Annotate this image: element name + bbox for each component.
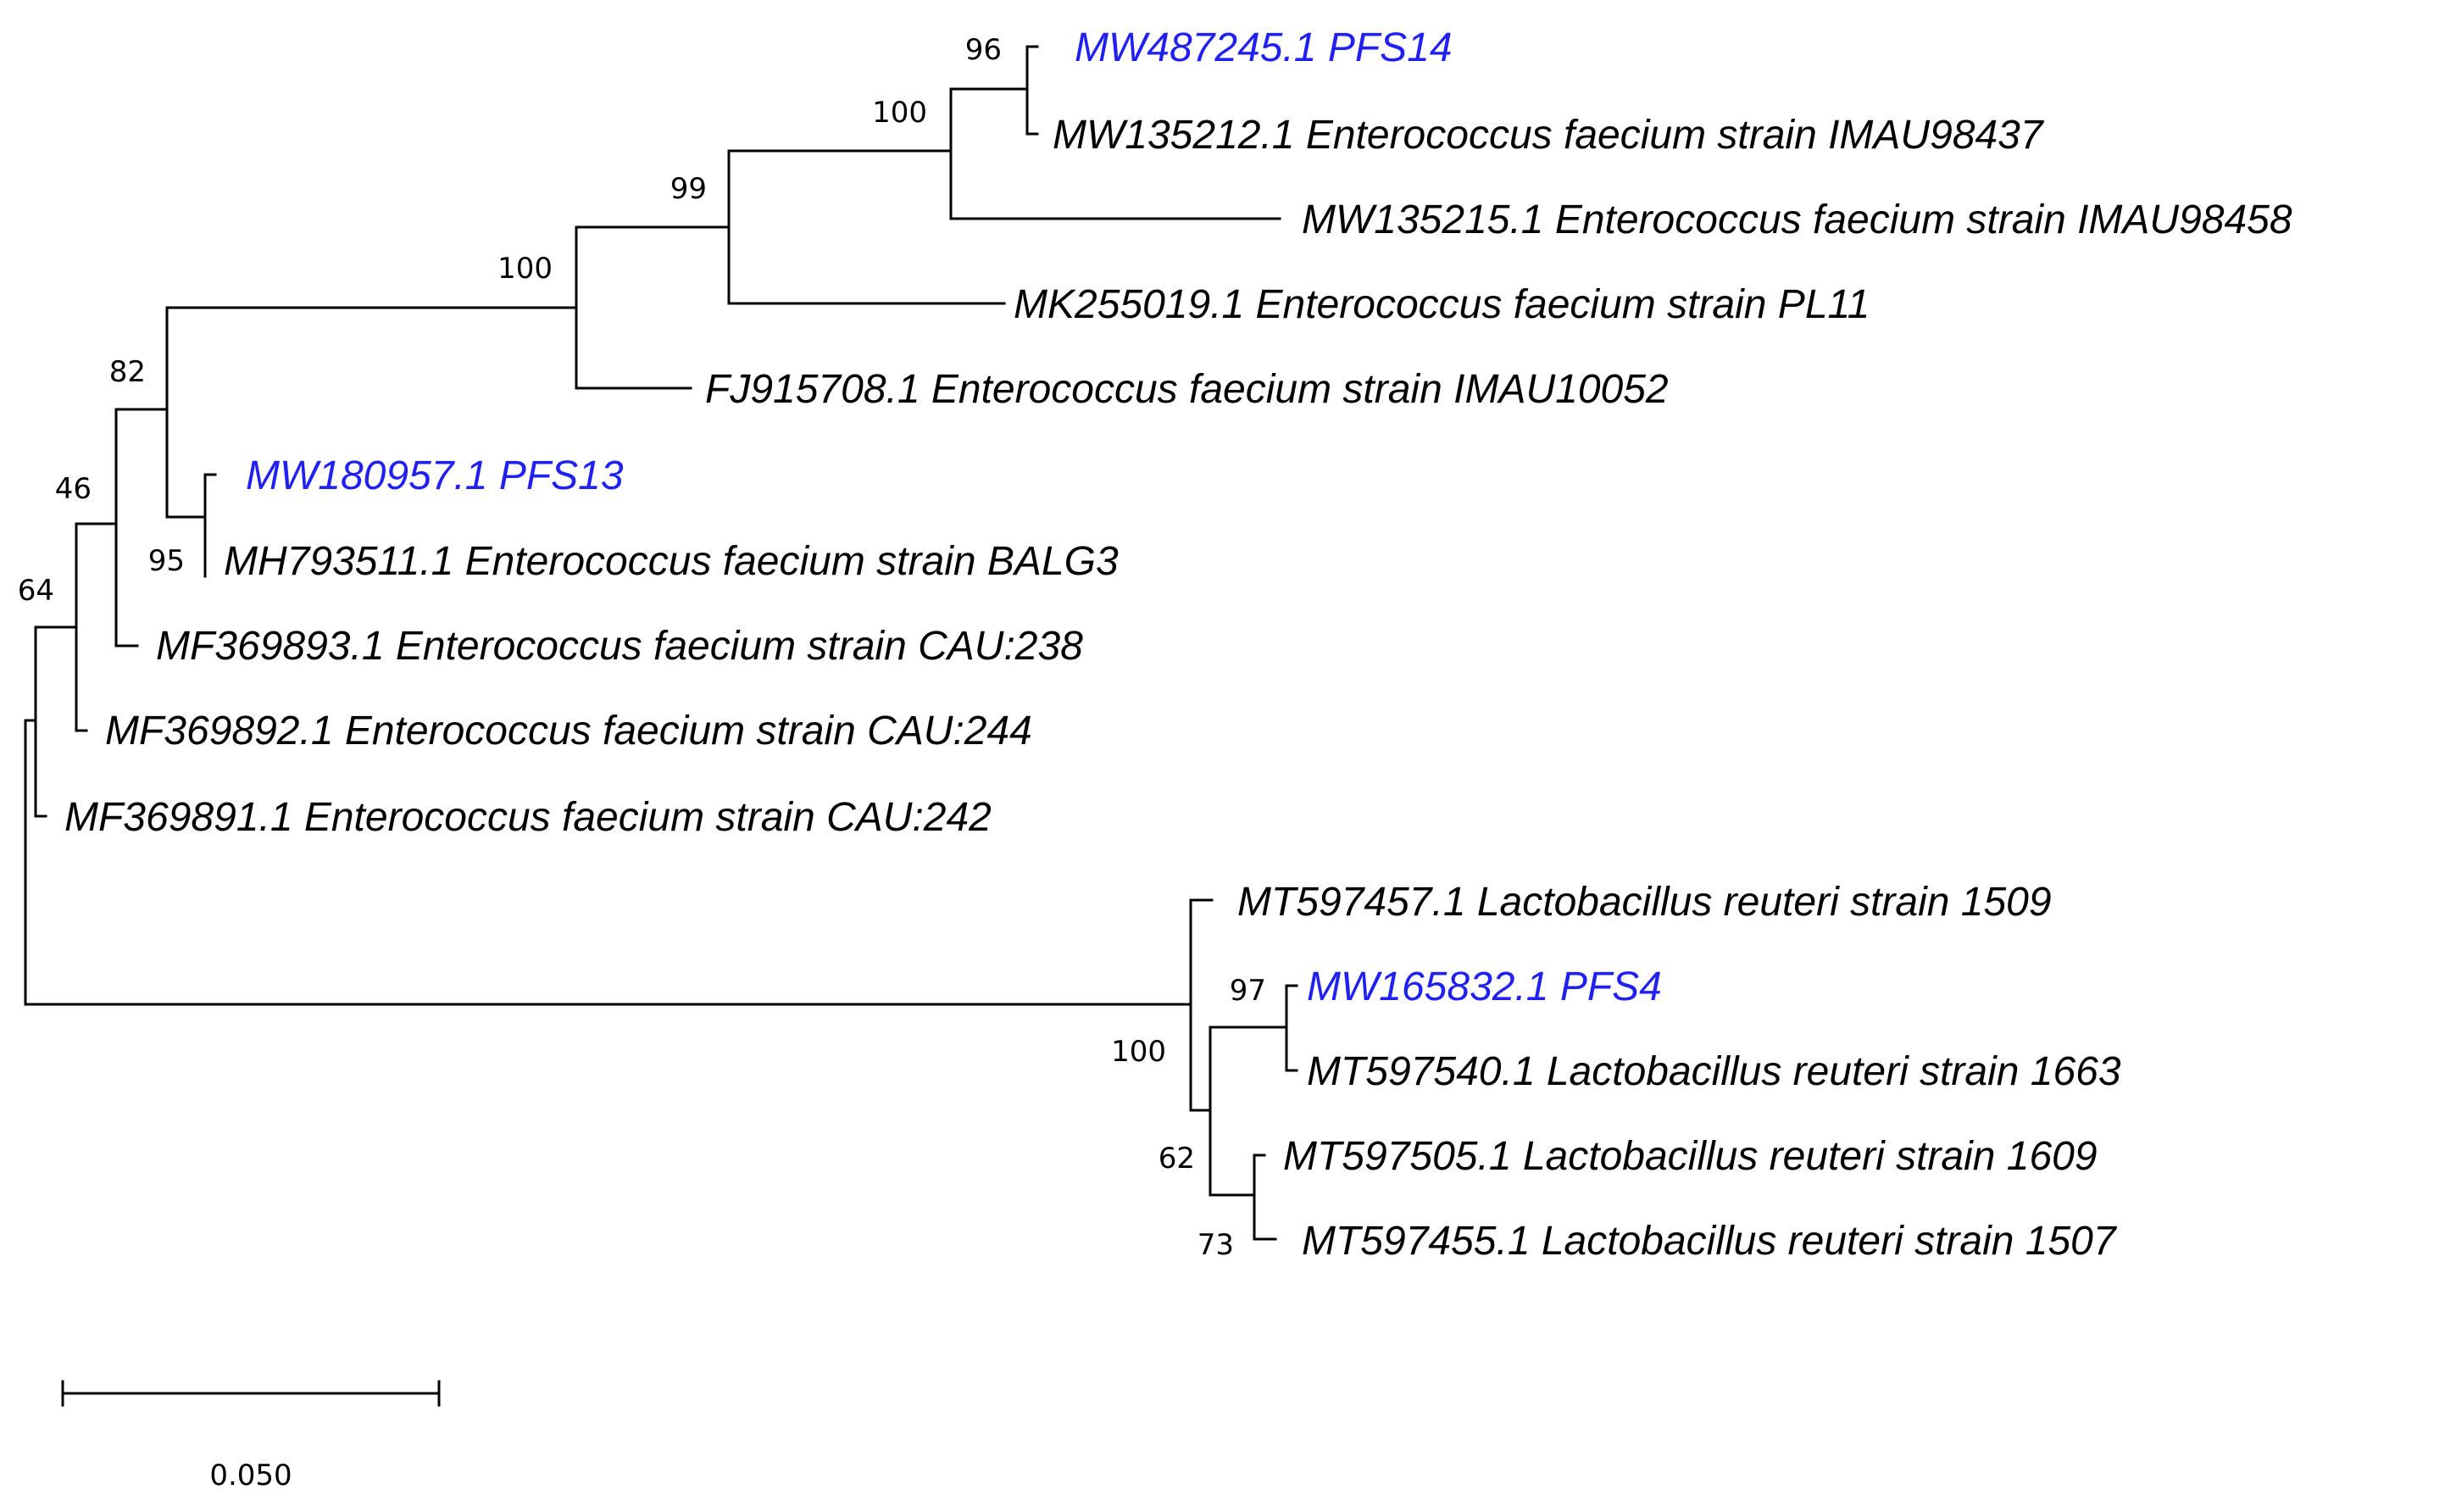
bootstrap-value: 73 [1197, 1228, 1234, 1262]
scale-bar: 0.050 [61, 1380, 441, 1493]
taxon-label: MK255019.1 Enterococcus faecium strain P… [1014, 282, 1870, 327]
taxon-label: MT597505.1 Lactobacillus reuteri strain … [1283, 1134, 2098, 1179]
taxon-label: MW165832.1 PFS4 [1307, 964, 1662, 1009]
taxon-label: MF369892.1 Enterococcus faecium strain C… [105, 709, 1032, 753]
bootstrap-values: 96 100 99 100 82 95 46 64 97 100 62 73 [18, 33, 1266, 1262]
taxon-label: MT597455.1 Lactobacillus reuteri strain … [1302, 1219, 2118, 1264]
taxon-label: MW135212.1 Enterococcus faecium strain I… [1053, 113, 2045, 158]
bootstrap-value: 95 [148, 544, 185, 578]
taxon-label: MT597540.1 Lactobacillus reuteri strain … [1307, 1049, 2121, 1094]
bootstrap-value: 100 [872, 96, 927, 130]
bootstrap-value: 62 [1159, 1142, 1195, 1176]
bootstrap-value: 96 [965, 33, 1002, 67]
bootstrap-value: 97 [1230, 974, 1266, 1008]
scale-bar-label: 0.050 [209, 1459, 292, 1493]
bootstrap-value: 82 [109, 355, 146, 389]
taxon-label: MT597457.1 Lactobacillus reuteri strain … [1237, 880, 2052, 925]
taxon-labels: MW487245.1 PFS14 MW135212.1 Enterococcus… [64, 25, 2292, 1264]
bootstrap-value: 64 [18, 574, 54, 608]
bootstrap-value: 46 [55, 472, 92, 506]
taxon-label: FJ915708.1 Enterococcus faecium strain I… [705, 367, 1669, 412]
taxon-label: MF369891.1 Enterococcus faecium strain C… [64, 795, 992, 840]
taxon-label: MF369893.1 Enterococcus faecium strain C… [156, 624, 1083, 669]
bootstrap-value: 99 [670, 172, 707, 206]
bootstrap-value: 100 [497, 252, 553, 286]
bootstrap-value: 100 [1111, 1035, 1166, 1069]
taxon-label: MW135215.1 Enterococcus faecium strain I… [1302, 197, 2292, 242]
taxon-label: MW180957.1 PFS13 [246, 453, 624, 498]
taxon-label: MH793511.1 Enterococcus faecium strain B… [224, 539, 1119, 584]
taxon-label: MW487245.1 PFS14 [1075, 25, 1453, 70]
tree-branches [24, 45, 1298, 1241]
